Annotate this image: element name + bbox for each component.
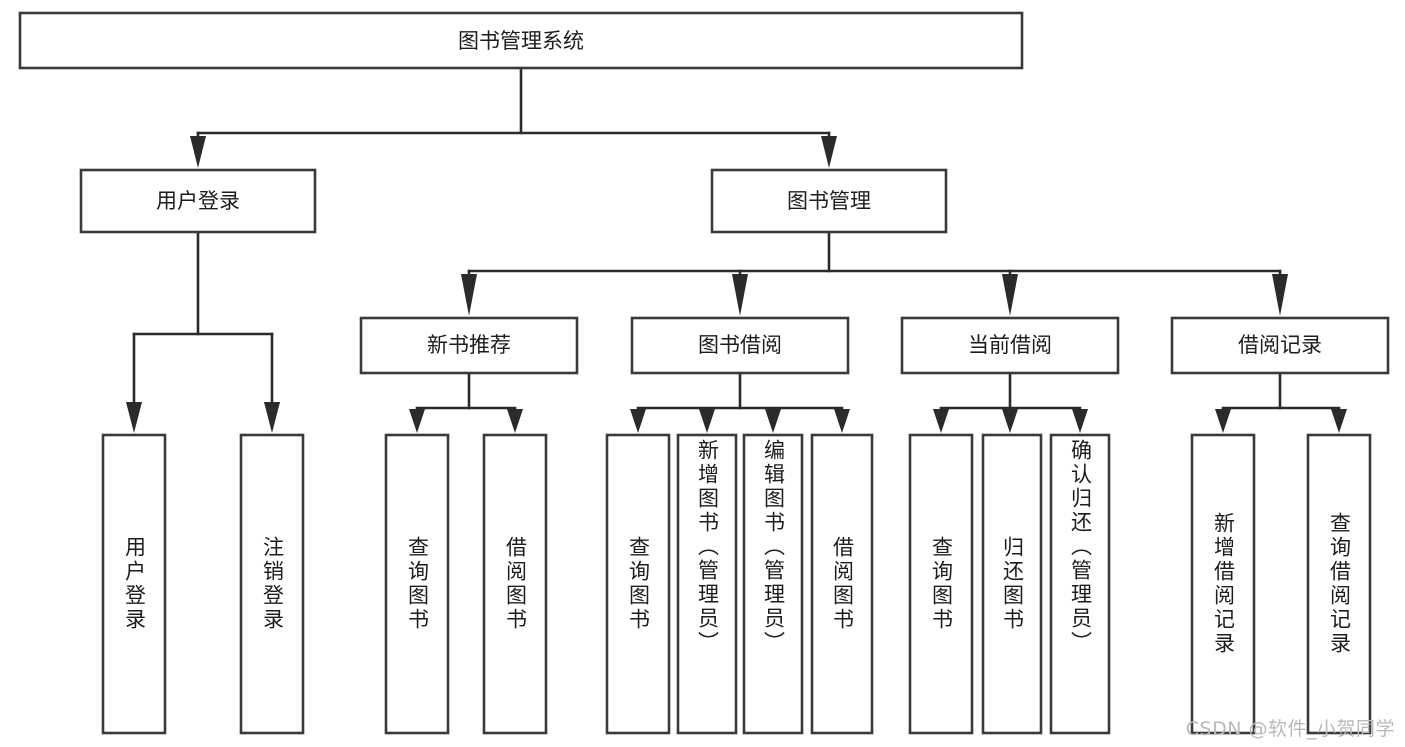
node-borrow-record[interactable]: 借阅记录 [1170, 316, 1390, 375]
arrowhead-current-borrow [1002, 274, 1018, 316]
arrowhead-leaf-confirm-return [1072, 409, 1088, 433]
node-user-login-box[interactable] [79, 168, 317, 234]
leaf-box-return-book[interactable] [981, 433, 1043, 735]
node-borrow-record-box[interactable] [1170, 316, 1390, 375]
node-current-borrow[interactable]: 当前借阅 [900, 316, 1120, 375]
connector-group-root [190, 66, 837, 168]
arrowhead-leaf-user-login [126, 402, 142, 433]
arrowhead-leaf-add-book [699, 409, 715, 433]
connector-group-book-management [461, 230, 1288, 316]
connector-group-new-book-recommend [409, 371, 523, 433]
arrowhead-leaf-borrow-book-1 [507, 409, 523, 433]
arrowhead-borrow-record [1272, 274, 1288, 316]
arrowhead-user-login [190, 136, 206, 168]
node-book-management-label: 图书管理 [787, 189, 871, 213]
node-new-book-recommend-box[interactable] [359, 316, 579, 375]
arrowhead-leaf-query-book-1 [409, 409, 425, 433]
connector-group-book-borrow [630, 371, 850, 433]
leaf-box-query-book-1[interactable] [384, 433, 450, 735]
leaf-box-borrow-book-1[interactable] [482, 433, 548, 735]
leaf-box-user-login[interactable] [101, 433, 167, 735]
connector-group-user-login [126, 230, 280, 433]
arrowhead-leaf-query-book-2 [630, 409, 646, 433]
node-user-login[interactable]: 用户登录 [79, 168, 317, 234]
node-book-borrow[interactable]: 图书借阅 [630, 316, 850, 375]
leaf-box-query-record[interactable] [1306, 433, 1372, 735]
arrowhead-book-borrow [732, 274, 748, 316]
node-book-borrow-box[interactable] [630, 316, 850, 375]
arrowhead-book-management [821, 136, 837, 168]
arrowhead-leaf-return-book [1002, 409, 1018, 433]
arrowhead-leaf-query-record [1331, 409, 1347, 433]
node-title[interactable]: 图书管理系统 [18, 11, 1024, 70]
arrowhead-leaf-add-record [1215, 409, 1231, 433]
node-book-borrow-label: 图书借阅 [698, 333, 782, 357]
arrowhead-leaf-edit-book [765, 409, 781, 433]
arrowhead-leaf-query-book-3 [933, 409, 949, 433]
node-title-box[interactable] [18, 11, 1024, 70]
node-current-borrow-box[interactable] [900, 316, 1120, 375]
leaf-box-query-book-3[interactable] [908, 433, 974, 735]
arrowhead-leaf-borrow-book-2 [834, 409, 850, 433]
leaf-box-user-logout[interactable] [239, 433, 305, 735]
node-current-borrow-label: 当前借阅 [968, 333, 1052, 357]
leaf-box-edit-book[interactable] [742, 433, 804, 735]
leaf-box-query-book-2[interactable] [605, 433, 671, 735]
leaf-box-add-record[interactable] [1190, 433, 1256, 735]
arrowhead-leaf-user-logout [264, 402, 280, 433]
node-book-management[interactable]: 图书管理 [710, 168, 948, 234]
csdn-watermark: CSDN @软件_小贺同学 [1185, 718, 1395, 740]
arrowhead-new-book-recommend [461, 274, 477, 316]
node-book-management-box[interactable] [710, 168, 948, 234]
connector-group-borrow-record [1215, 371, 1347, 433]
connector-group-current-borrow [933, 371, 1088, 433]
leaf-box-confirm-return[interactable] [1049, 433, 1111, 735]
node-title-label: 图书管理系统 [458, 29, 584, 53]
node-user-login-label: 用户登录 [156, 189, 240, 213]
leaf-box-borrow-book-2[interactable] [810, 433, 874, 735]
node-borrow-record-label: 借阅记录 [1238, 333, 1322, 357]
node-new-book-recommend[interactable]: 新书推荐 [359, 316, 579, 375]
leaf-box-add-book[interactable] [676, 433, 738, 735]
node-new-book-recommend-label: 新书推荐 [427, 333, 511, 357]
